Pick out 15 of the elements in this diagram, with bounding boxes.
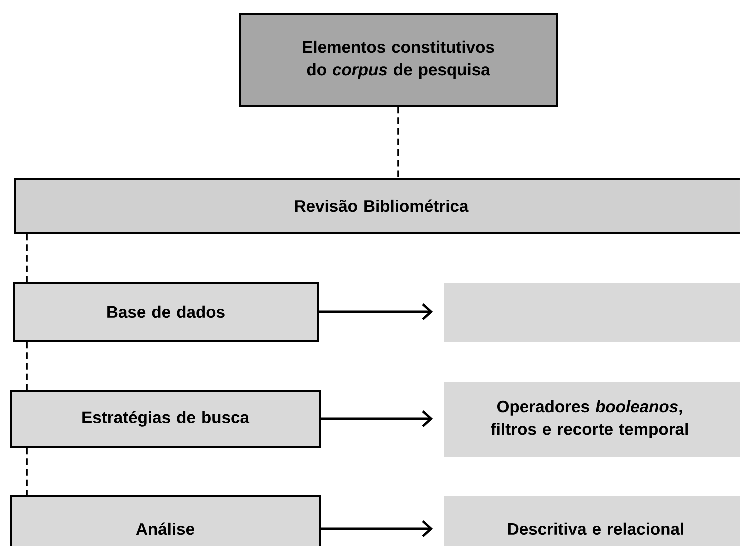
arrow [321,410,434,428]
connector-line [26,448,28,495]
connector-line [26,342,28,390]
arrow [319,304,434,320]
category-box: Análise [10,494,322,546]
header-bar: Revisão Bibliométrica [14,178,740,234]
category-box: Base de dados [13,282,319,342]
connector-line [26,234,28,282]
category-box: Estratégias de busca [10,390,322,448]
result-box: Descritiva e relacional [444,496,740,546]
result-box [444,282,740,342]
arrow [321,520,434,538]
result-box: Operadores booleanos, filtros e recorte temporal [444,382,740,457]
connector-line [398,106,400,178]
title-box: Elementos constitutivos do corpus de pesquisa [239,12,558,107]
